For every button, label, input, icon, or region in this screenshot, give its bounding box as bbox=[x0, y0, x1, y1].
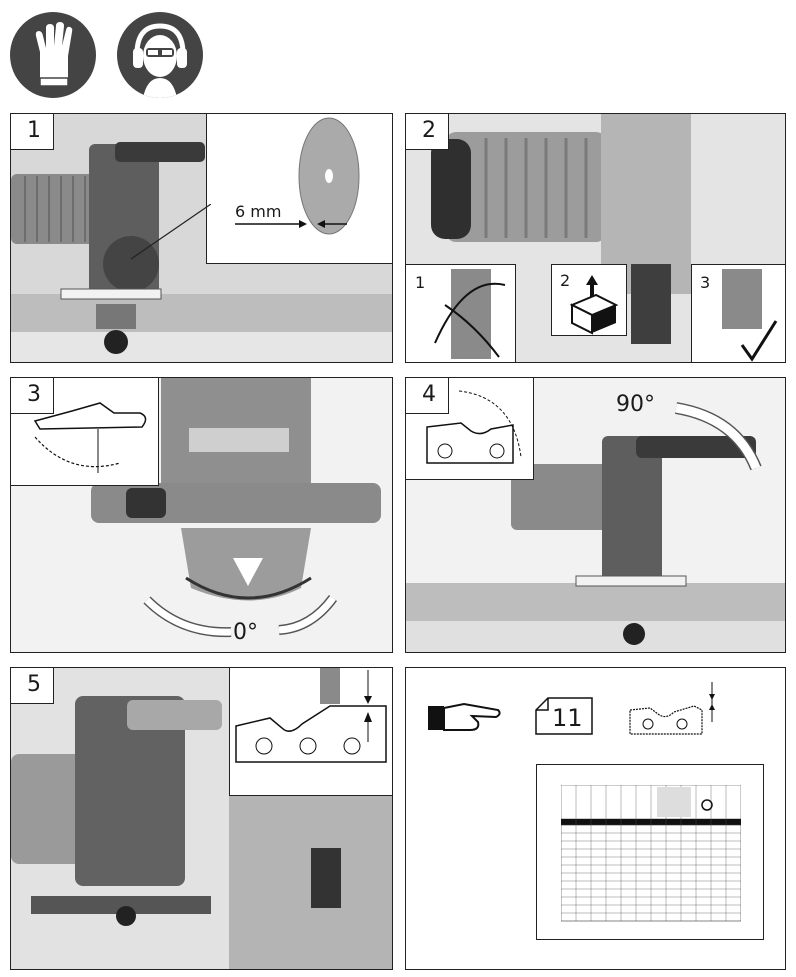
gloves-icon bbox=[10, 12, 96, 98]
good-stone-inset: 3 bbox=[691, 264, 785, 362]
ear-eye-protection-icon bbox=[117, 12, 203, 98]
step-panel-2: 1 2 3 2 bbox=[405, 113, 786, 363]
depth-gauge-inset bbox=[229, 668, 392, 796]
reference-panel: 11 bbox=[405, 667, 786, 970]
spec-table-thumbnail bbox=[536, 764, 764, 940]
step-panel-1: 6 mm 1 bbox=[10, 113, 393, 363]
chain-depth-icon bbox=[629, 682, 715, 735]
step-number-2: 2 bbox=[406, 114, 449, 150]
ninety-degree-label: 90° bbox=[616, 392, 655, 417]
step-number-4: 4 bbox=[406, 378, 449, 414]
grinding-disc-inset: 6 mm bbox=[206, 114, 392, 264]
step-number-1: 1 bbox=[11, 114, 54, 150]
page-reference-icon bbox=[535, 697, 593, 735]
page-reference-number: 11 bbox=[552, 704, 583, 732]
chain-angle-inset bbox=[406, 378, 534, 480]
pointing-hand-icon bbox=[428, 702, 501, 731]
step-number-5: 5 bbox=[11, 668, 54, 704]
step-panel-3: 0° 3 bbox=[10, 377, 393, 653]
worn-stone-inset: 1 bbox=[406, 264, 516, 362]
zero-degree-label: 0° bbox=[233, 620, 258, 645]
disc-thickness-label: 6 mm bbox=[235, 202, 282, 221]
step-panel-5: 5 bbox=[10, 667, 393, 970]
replace-stone-inset: 2 bbox=[551, 264, 627, 336]
step-panel-4: 90° 4 bbox=[405, 377, 786, 653]
step-number-3: 3 bbox=[11, 378, 54, 414]
